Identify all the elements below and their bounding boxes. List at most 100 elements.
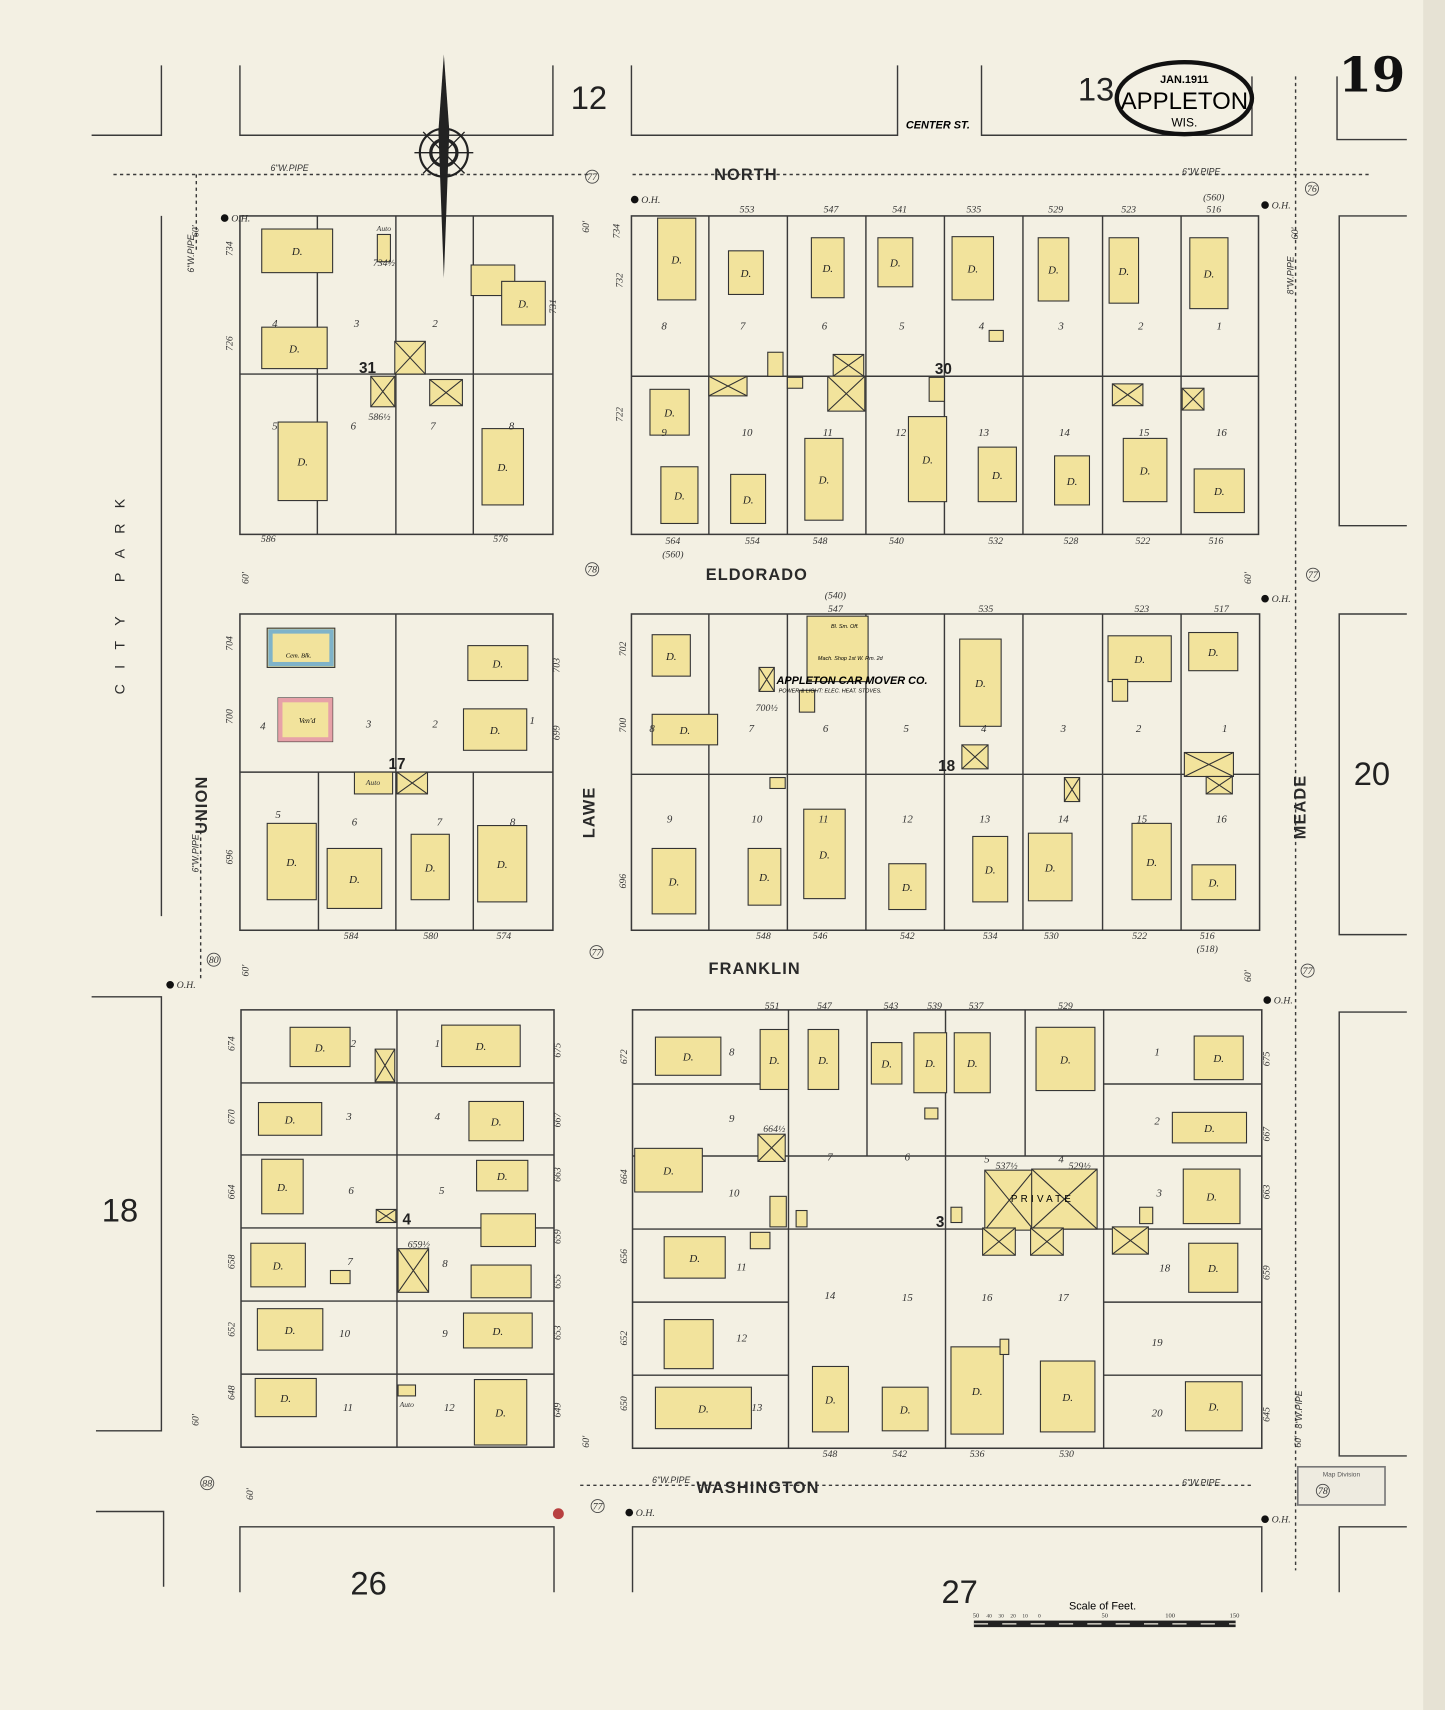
dwelling-label: D. [489, 725, 501, 737]
dwelling-building: D. [476, 1159, 529, 1192]
address-number: 667 [1261, 1126, 1272, 1142]
address-number: 522 [1132, 931, 1147, 942]
dwelling-building: D. [657, 217, 697, 301]
lot-number: 2 [432, 318, 438, 330]
scale-tick: 150 [1230, 1612, 1241, 1619]
address-number: 554 [745, 536, 760, 547]
lot-number: 5 [275, 809, 281, 821]
address-number: (518) [1197, 944, 1218, 955]
sheet-ref-west[interactable]: 18 [102, 1191, 138, 1228]
address-number: 734½ [373, 258, 396, 269]
dwelling-building: D. [261, 326, 328, 370]
appleton-car-mover-label: APPLETON CAR MOVER CO. POWER & LIGHT: EL… [775, 624, 927, 694]
sheet-ref-northeast[interactable]: 13 [1078, 70, 1114, 107]
dwelling-label: D. [496, 859, 508, 871]
garage-building [1181, 387, 1205, 411]
lot-number: 11 [737, 1262, 747, 1274]
circled-number: 78 [585, 562, 600, 577]
dwelling-building: D. [1037, 237, 1070, 302]
street-width-label: 60' [581, 220, 592, 233]
lot-number: 12 [902, 813, 913, 825]
lot-number: 11 [823, 427, 833, 439]
lot-number: 2 [432, 718, 438, 730]
block-number: 31 [359, 360, 376, 377]
garage-building [1031, 1168, 1098, 1230]
address-number: 648 [226, 1385, 237, 1400]
address-number: 675 [553, 1043, 564, 1058]
dwelling-building: D. [473, 1379, 528, 1446]
lot-number: 4 [435, 1111, 441, 1123]
address-number: 664½ [763, 1124, 786, 1135]
dwelling-building: D. [1188, 631, 1239, 672]
lot-number: 19 [1152, 1337, 1163, 1349]
dwelling-label: D. [670, 254, 682, 266]
lot-number: 5 [439, 1185, 445, 1197]
address-number: 659½ [408, 1240, 431, 1251]
circled-number: 77 [1300, 963, 1315, 978]
address-number: 658 [226, 1254, 237, 1269]
lot-number: 1 [1217, 320, 1222, 332]
garage-building [375, 1208, 397, 1224]
dwelling-building: D. [913, 1032, 948, 1094]
lot-number: 2 [351, 1038, 357, 1050]
circled-number: 78 [1315, 1483, 1330, 1498]
dwelling-label: D. [924, 1058, 936, 1070]
block-number: 30 [935, 361, 952, 378]
dwelling-label: D. [296, 457, 308, 469]
pipe-label: 6"W.PIPE [190, 834, 200, 872]
circled-number-text: 78 [587, 565, 597, 576]
city-name: APPLETON [1121, 88, 1249, 115]
outbuilding [950, 1206, 963, 1224]
title-cartouche: JAN.1911 APPLETON WIS. [1114, 59, 1255, 137]
dwelling-building: D. [256, 1308, 324, 1351]
address-number: 726 [224, 336, 235, 351]
dwelling-building: D. [953, 1032, 991, 1094]
dwelling-label: D. [742, 494, 754, 506]
dwelling-building: D. [1193, 468, 1245, 514]
address-number: 564 [666, 536, 681, 547]
dwelling-label: D. [517, 299, 529, 311]
outbuilding [470, 264, 516, 297]
street-width-label: 60' [241, 571, 252, 584]
lot-number: 16 [1216, 427, 1227, 439]
sheet-ref-north[interactable]: 12 [571, 79, 607, 116]
dwelling-label: D. [1044, 862, 1056, 874]
lot-number: 12 [444, 1402, 455, 1414]
address-number: 734 [611, 224, 622, 239]
dwelling-label: D. [971, 1386, 983, 1398]
dwelling-label: D. [314, 1042, 326, 1054]
address-number: 574 [496, 931, 511, 942]
hydrant-label: O.H. [641, 195, 660, 206]
dwelling-label: D. [1203, 1123, 1215, 1135]
dwelling-building: D. [759, 1028, 790, 1091]
sheet-ref-east[interactable]: 20 [1354, 755, 1390, 792]
lot-number: 7 [749, 723, 755, 735]
address-number: 664 [226, 1185, 237, 1200]
hydrant-marker: O.H. [630, 195, 660, 206]
address-number: 722 [615, 407, 626, 422]
circled-number-text: 80 [209, 955, 219, 966]
garage-building [397, 1248, 430, 1293]
hydrant-label: O.H. [1274, 995, 1293, 1006]
street-meade: MEADE [1291, 775, 1309, 839]
outbuilding [749, 1231, 771, 1250]
dwelling-building: D. [977, 446, 1017, 503]
sheet-ref-south-west[interactable]: 26 [350, 1564, 386, 1601]
circled-number: 76 [1304, 181, 1319, 196]
address-number: 551 [765, 1001, 780, 1012]
address-number: 702 [618, 641, 629, 656]
pipe-label: 8"W.PIPE [1294, 1390, 1304, 1428]
scale-title: Scale of Feet. [1069, 1601, 1136, 1613]
garage-label: Auto [376, 224, 392, 233]
sheet-ref-south[interactable]: 27 [942, 1573, 978, 1610]
dwelling-building: D. [254, 1377, 317, 1418]
dwelling-label: D. [291, 246, 303, 258]
address-number: 732 [615, 273, 626, 288]
garage-building [394, 340, 426, 375]
street-center: CENTER ST. [906, 120, 970, 132]
dwelling-building: D. [1189, 237, 1229, 310]
lot-number: 7 [430, 421, 436, 433]
outbuilding [786, 376, 804, 389]
outbuilding [376, 233, 391, 263]
